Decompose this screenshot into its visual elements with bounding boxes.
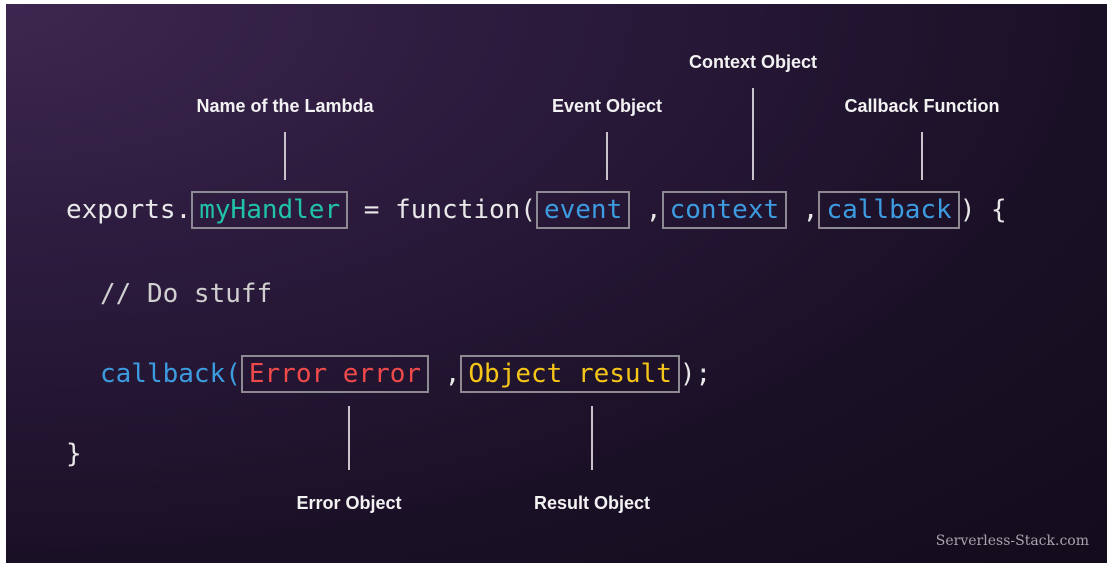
label-event-object: Event Object bbox=[551, 96, 663, 116]
code-comma-3: , bbox=[444, 359, 461, 389]
code-closing-brace: } bbox=[66, 439, 82, 469]
label-lambda-name: Name of the Lambda bbox=[196, 96, 374, 116]
label-error-object: Error Object bbox=[296, 493, 402, 513]
context-param-box: context bbox=[661, 191, 788, 229]
diagram-panel: Name of the Lambda Event Object Context … bbox=[6, 4, 1107, 563]
code-exports: exports. bbox=[66, 195, 192, 225]
connector-context bbox=[752, 88, 754, 180]
connector-result bbox=[591, 406, 593, 470]
connector-event bbox=[606, 132, 608, 180]
connector-lambda-name bbox=[284, 132, 286, 180]
code-function-keyword: = function( bbox=[348, 195, 536, 225]
event-param-box: event bbox=[535, 191, 631, 229]
code-comma-2: , bbox=[802, 195, 819, 225]
handler-name-box: myHandler bbox=[191, 191, 349, 229]
callback-param-box: callback bbox=[818, 191, 960, 229]
code-comment: // Do stuff bbox=[100, 279, 273, 309]
label-context-object: Context Object bbox=[688, 52, 818, 72]
code-open-brace: ) { bbox=[959, 195, 1007, 225]
error-arg-box: Error error bbox=[240, 355, 430, 393]
result-arg-box: Object result bbox=[460, 355, 680, 393]
label-result-object: Result Object bbox=[533, 493, 651, 513]
label-callback-function: Callback Function bbox=[844, 96, 1000, 116]
code-call-end: ); bbox=[679, 359, 712, 389]
code-line-handler: exports.myHandler = function(event ,cont… bbox=[66, 190, 1007, 230]
code-line-callback: callback(Error error ,Object result); bbox=[100, 354, 711, 394]
connector-error bbox=[348, 406, 350, 470]
code-comma-1: , bbox=[645, 195, 662, 225]
code-callback-call: callback( bbox=[100, 359, 241, 389]
credit-text: Serverless-Stack.com bbox=[935, 533, 1089, 549]
connector-callback-function bbox=[921, 132, 923, 180]
